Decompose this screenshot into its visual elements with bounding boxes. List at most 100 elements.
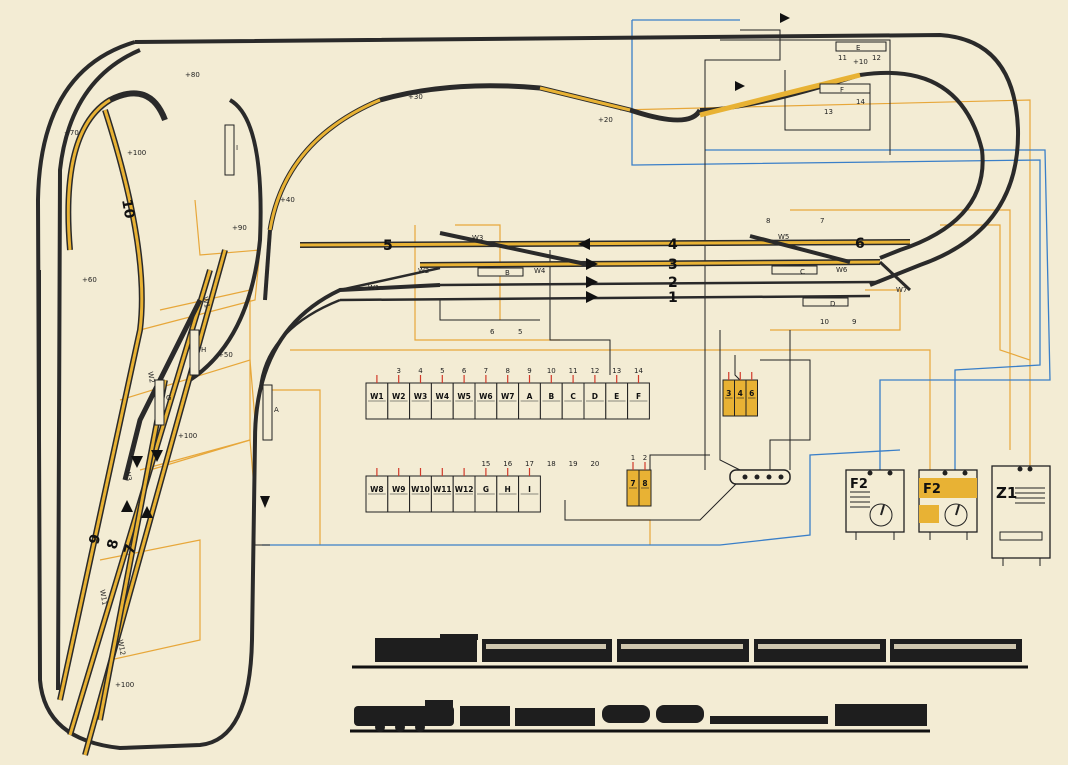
panel-switch-cell[interactable]: W10 [409,468,432,513]
signal-label: B [505,269,510,277]
panel-switch-cell[interactable]: 8 [638,462,652,507]
panel-terminal-number: 10 [547,367,556,375]
panel-switch-cell[interactable]: 4 [734,372,747,417]
signal-markers [154,41,887,441]
terminal-number: 8 [766,217,770,225]
panel-terminal-number: 4 [418,367,423,375]
panel-switch-cell[interactable]: W5 [452,375,476,420]
grade-label: +20 [598,116,613,124]
panel-switch-cell[interactable]: W9 [387,468,411,513]
blue-wiring [262,19,1051,546]
track-number-labels: 5 4 6 3 2 1 10 9 8 7 [86,198,864,556]
grade-label: +50 [218,351,233,359]
grade-label: +10 [853,58,868,66]
panel-switch-cell[interactable]: G [474,468,498,513]
switch-label: W5 [778,233,789,241]
panel-switch-cell[interactable]: 7 [626,462,640,507]
switch-label: W3 [123,469,133,482]
panel-switch-cell[interactable]: B [539,375,563,420]
signal-label: D [830,300,835,308]
freight-train-illustration [350,700,930,733]
grade-label: +70 [64,129,79,137]
panel-terminal-number: 15 [481,460,490,468]
controller-f2-b[interactable]: F2 [918,469,978,540]
panel-switch-cell[interactable]: W8 [365,468,389,513]
signal-label: A [274,406,279,414]
panel-terminal-number: 1 [631,454,635,462]
panel-switch-cell[interactable]: W1 [365,375,389,420]
panel-switch-cell[interactable]: W2 [387,375,411,420]
panel-switch-cell[interactable]: W3 [409,375,432,420]
switch-label: W2 [418,267,429,275]
switch-label: W2 [146,371,156,384]
panel-switch-cell[interactable]: W11 [430,468,454,513]
panel-cell-label: 4 [738,389,743,398]
signal-labels: E F I B C D A G H [166,44,860,414]
panel-switch-cell[interactable]: 6 [745,372,758,417]
grade-labels: +80 +70 +100 +60 +90 +40 +30 +20 +10 +50… [64,58,868,689]
grade-label: +90 [232,224,247,232]
switch-label: W1 [368,284,379,292]
panel-cell-label: W3 [414,392,428,401]
panel-terminal-number: 8 [505,367,509,375]
panel-terminal-number: 3 [396,367,400,375]
track-number-label: 7 [121,542,139,556]
track-number-label: 6 [855,236,865,252]
terminal-number: 13 [824,108,833,116]
panel-terminal-number: 14 [634,367,643,375]
track-number-label: 4 [668,237,678,253]
panel-switch-cell[interactable]: W4 [430,375,454,420]
panel-switch-cell[interactable]: W6 [474,375,498,420]
signal-label: F [840,86,844,94]
panel-switch-cell[interactable]: F [627,375,650,420]
controller-label: F2 [923,482,941,497]
upper-mainline-track [263,72,861,301]
panel-switch-cell[interactable]: 3 [722,372,735,417]
panel-switch-cell[interactable]: E [605,375,629,420]
panel-cell-label: W9 [392,485,406,494]
panel-cell-label: W5 [457,392,471,401]
panel-terminal-number: 11 [569,367,578,375]
signal-label: G [166,394,171,402]
panel-switch-cell[interactable]: H [496,468,520,513]
panel-switch-cell[interactable]: I [518,468,541,513]
panel-cell-label: H [505,485,511,494]
station-tracks [258,231,912,391]
black-wiring [254,29,891,546]
panel-switch-cell[interactable]: A [518,375,541,420]
switch-label: W6 [836,266,848,274]
terminal-number: 12 [872,54,881,62]
grade-label: +80 [185,71,200,79]
controller-f2-a[interactable]: F2 [845,469,905,540]
terminal-number: 9 [852,318,856,326]
track-number-label: 10 [118,198,137,220]
panel-cell-label: W10 [411,485,430,494]
terminal-number: 11 [838,54,847,62]
switch-label: W12 [116,639,127,656]
inner-loop-track [56,48,985,691]
switch-labels: W3 W5 W2 W4 W1 W6 W7 W1 W2 W3 W11 W12 [98,233,907,656]
panel-terminal-number: 2 [643,454,647,462]
panel-switch-cell[interactable]: W12 [452,468,476,513]
grade-label: +40 [280,196,295,204]
passenger-train-illustration [352,634,1028,669]
outer-loop-track [35,32,1021,751]
panel-cell-label: D [592,392,598,401]
panel-cell-label: 8 [642,479,647,488]
panel-switch-cell[interactable]: W7 [496,375,520,420]
left-ramp-tracks [57,90,228,756]
switch-label: W7 [896,286,907,294]
panel-switch-cell[interactable]: D [583,375,607,420]
track-number-label: 9 [86,532,104,546]
panel-terminal-number: 5 [440,367,444,375]
panel-switch-cell[interactable]: C [561,375,585,420]
panel-terminal-number: 6 [462,367,467,375]
panel-cell-label: W6 [479,392,493,401]
panel-terminal-number: 16 [503,460,512,468]
panel-cell-label: 7 [630,479,635,488]
controller-z1[interactable]: Z1 [991,465,1051,566]
